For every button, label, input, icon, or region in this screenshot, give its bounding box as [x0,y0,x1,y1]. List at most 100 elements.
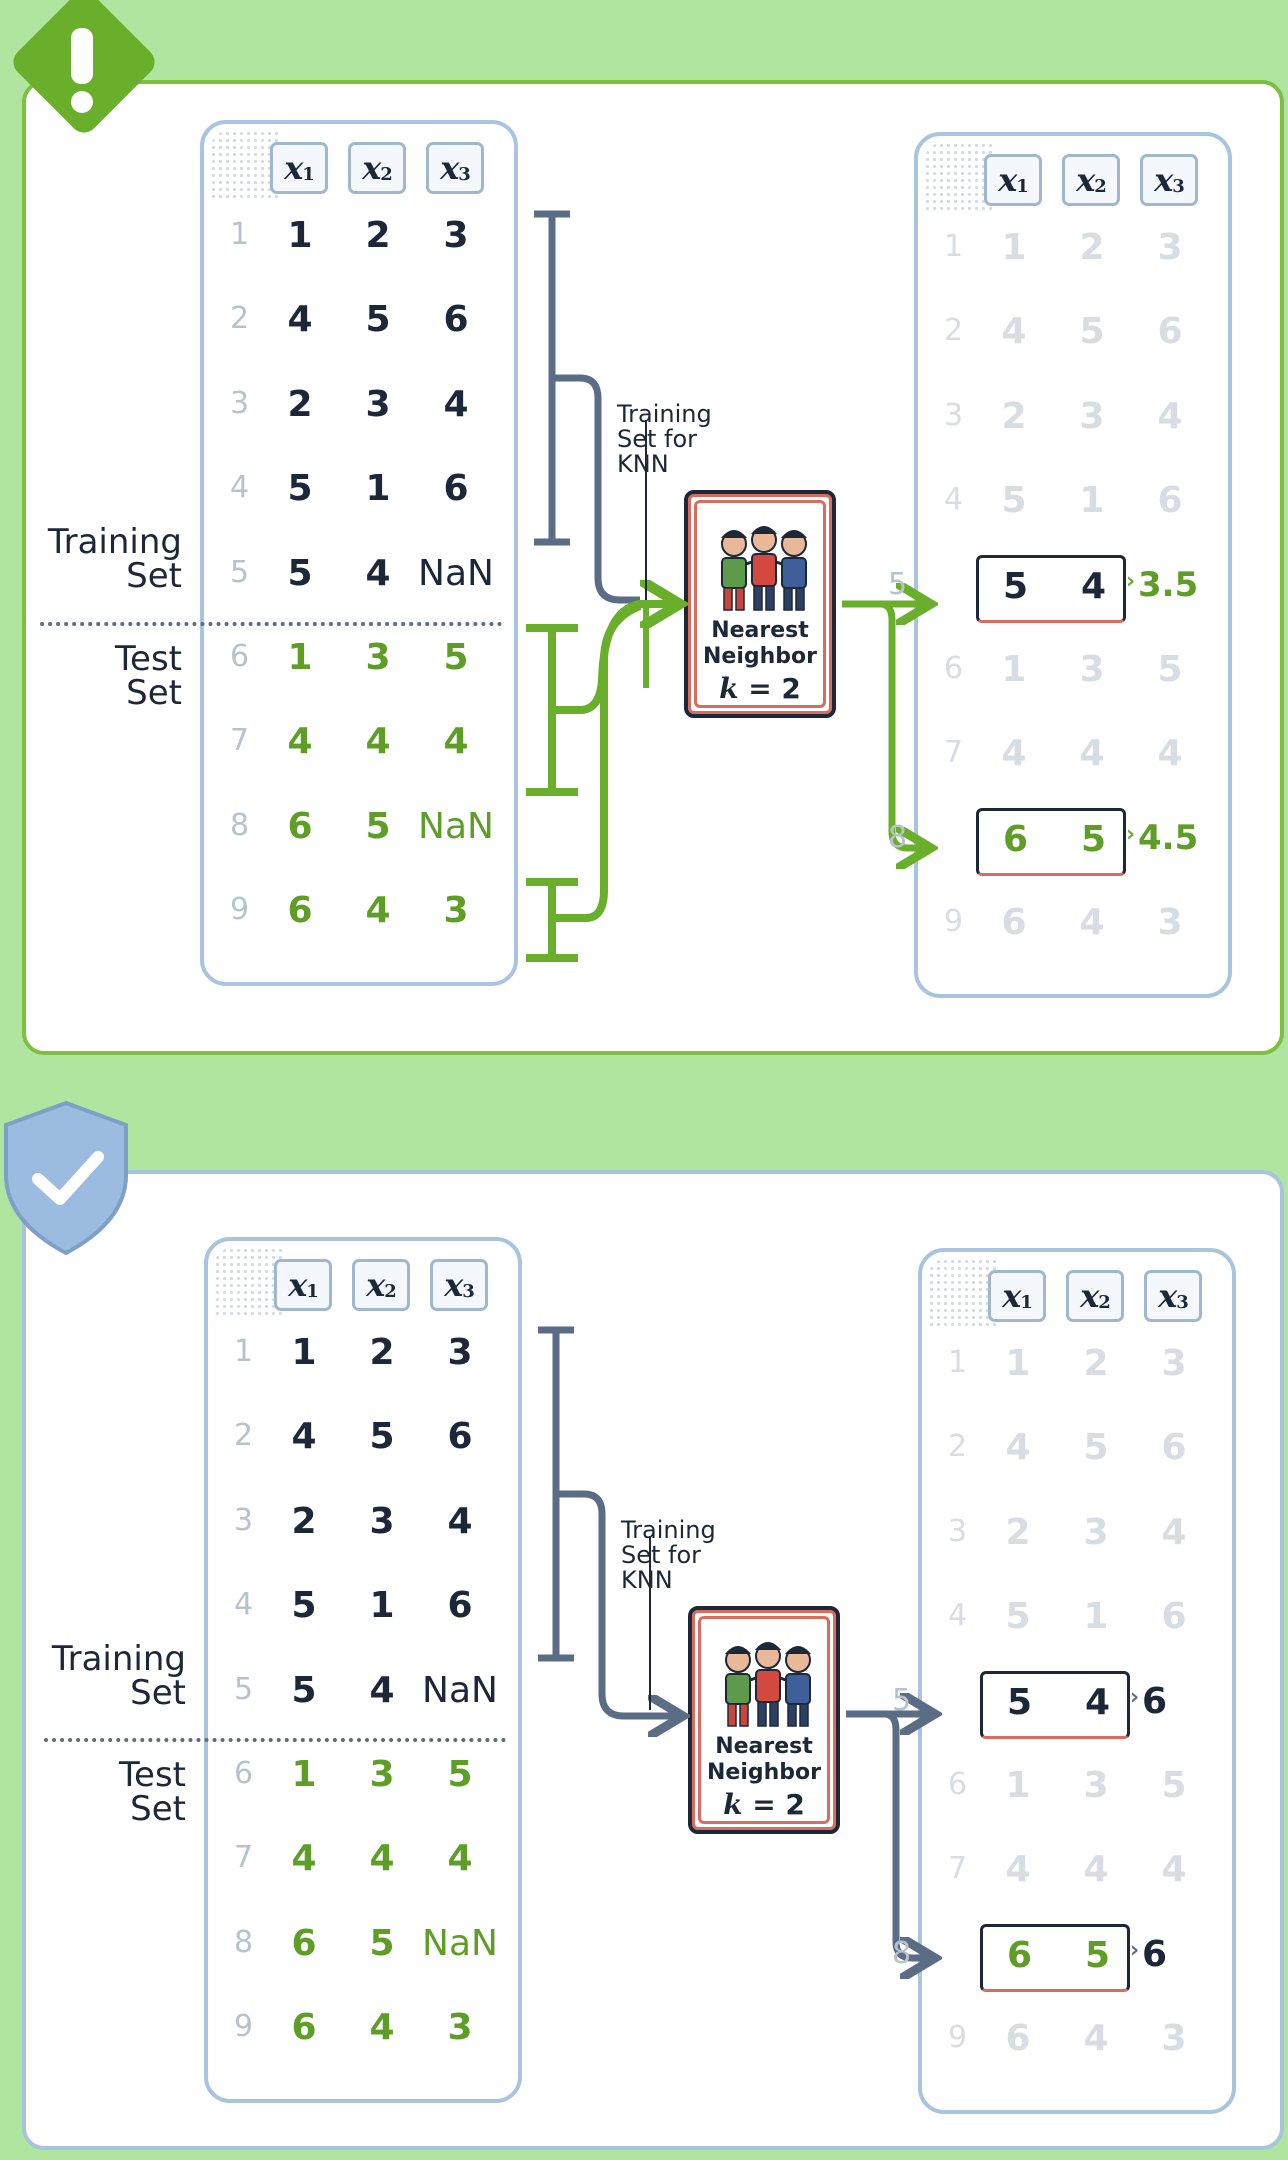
training-label-line1: Training [47,522,182,562]
table-cell: 3 [443,215,469,256]
table-cell-faded: 3 [1079,395,1105,437]
column-header-subscript: 3 [1172,175,1184,197]
imputed-arrow-icon: › [1126,821,1136,847]
table-cell: 6 [443,468,469,510]
table-cell: 4 [443,383,469,425]
column-header-subscript: 1 [306,1280,318,1302]
table-cell-faded: 4 [1005,1427,1031,1469]
table-cell: 5 [365,299,391,341]
row-index: 2 [230,301,250,337]
table-cell-faded: 6 [1157,480,1183,522]
table-cell: 6 [291,2007,317,2049]
row-index: 8 [234,1924,254,1960]
row-index: 1 [234,1334,254,1369]
table-cell-faded: 3 [1161,2018,1187,2060]
knn-k-rest: = 2 [742,1788,805,1821]
test-label-line2: Set [130,1789,186,1829]
row-index: 2 [234,1418,254,1454]
dot-texture [214,1247,284,1317]
table-cell: 2 [365,215,391,256]
annotation-line2: Set for [617,425,698,453]
imputed-row-x2: 5 [1081,818,1107,860]
table-cell-faded: 5 [1079,311,1105,353]
check-badge [0,1095,140,1256]
table-cell: 3 [369,1500,395,1542]
table-cell: 4 [287,721,313,763]
row-index: 2 [948,1429,968,1465]
table-cell: NaN [418,805,494,847]
row-index: 4 [230,470,250,506]
table-cell-faded: 4 [1157,733,1183,775]
table-cell-faded: 5 [1083,1427,1109,1469]
table-cell: 3 [447,2007,473,2049]
annotation-line1: Training [617,400,712,428]
annotation-line3: KNN [621,1566,673,1594]
column-header-subscript: 1 [302,163,314,185]
table-cell: 6 [443,299,469,341]
knn-title-line2: Neighbor [703,644,817,669]
table-cell: 5 [287,468,313,510]
knn-k-value: k = 2 [688,672,832,705]
table-cell: 4 [291,1416,317,1458]
column-header-var: x [1002,1277,1021,1315]
table-cell-faded: 2 [1083,1343,1109,1384]
table-cell-faded: 5 [1005,1596,1031,1638]
test-set-label: Test Set [24,1758,186,1826]
column-header-subscript: 2 [1098,1291,1110,1313]
table-cell: 1 [287,637,313,678]
output-row-index: 8 [892,1935,912,1971]
column-header-subscript: 1 [1016,175,1028,197]
column-header-subscript: 1 [1020,1291,1032,1313]
row-index: 1 [230,217,250,252]
table-cell-faded: 4 [1079,733,1105,775]
column-header-var: x [1158,1277,1177,1315]
test-set-label: Test Set [20,642,182,710]
training-set-label: Training Set [24,1642,186,1710]
knn-card-top: Nearest Neighbor k = 2 [684,490,836,718]
column-header-var: x [440,149,459,187]
table-cell-faded: 6 [1001,902,1027,944]
column-header-var: x [362,149,381,187]
imputed-row-x1: 5 [1007,1681,1033,1723]
table-cell-faded: 4 [1001,733,1027,775]
table-cell: 3 [447,1332,473,1373]
table-cell: 6 [291,1922,317,1964]
row-index: 2 [944,313,964,349]
table-cell-faded: 4 [1083,2018,1109,2060]
table-cell: 4 [447,1838,473,1880]
row-index: 5 [230,554,250,590]
table-cell-faded: 3 [1079,649,1105,690]
imputed-arrow-icon: › [1130,1937,1140,1963]
table-cell: 1 [291,1754,317,1795]
row-index: 3 [948,1513,968,1549]
table-cell: 2 [291,1500,317,1542]
row-index: 7 [948,1851,968,1887]
table-cell: NaN [418,552,494,594]
column-header-var: x [1080,1277,1099,1315]
table-cell: 3 [369,1754,395,1795]
table-cell: 5 [291,1585,317,1627]
table-cell: 6 [447,1416,473,1458]
table-cell: 6 [447,1585,473,1627]
row-index: 3 [944,397,964,433]
table-cell-faded: 4 [1161,1849,1187,1891]
column-header-var: x [1154,161,1173,199]
row-index: 8 [230,807,250,843]
table-cell: 2 [287,383,313,425]
table-cell-faded: 1 [1079,480,1105,522]
table-cell: 5 [369,1922,395,1964]
row-index: 7 [944,735,964,771]
imputed-value: 6 [1142,1680,1168,1722]
row-index: 1 [948,1345,968,1380]
row-index: 6 [944,651,964,686]
table-cell: 5 [447,1754,473,1795]
row-index: 6 [948,1767,968,1802]
table-cell-faded: 5 [1161,1765,1187,1806]
table-cell: 3 [365,637,391,678]
knn-training-annotation: Training Set for KNN [621,1518,716,1593]
table-cell: 3 [365,383,391,425]
